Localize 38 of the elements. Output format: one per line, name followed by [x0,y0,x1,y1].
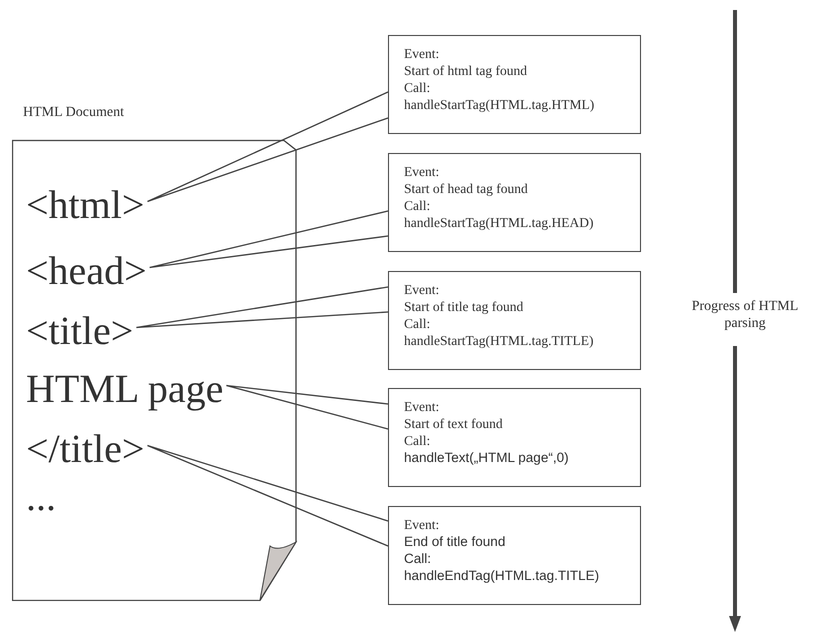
ellipsis-text: ... [26,477,56,517]
callout-text: Start of title tag found [404,298,524,315]
callout-text: Call: [404,432,432,449]
callout-text: Event: [404,398,440,415]
callout-text: Call: [404,197,432,214]
callout-text: Event: [404,163,440,180]
callout-text: Start of text found [404,415,504,432]
callout-box [388,388,641,487]
markup-line: <title> [26,309,134,353]
document-heading: HTML Document [23,105,124,121]
callout-text: End of title found [404,533,506,550]
callout-box [388,271,641,370]
callout-pointer [146,91,389,202]
callout-text: Start of html tag found [404,62,528,79]
callout-pointer [148,210,389,268]
markup-line: <html> [26,183,144,227]
callout-text: Call: [404,315,432,332]
callout-text: Event: [404,516,440,533]
callout-text: handleText(„HTML page“,0) [404,449,570,466]
callout-box [388,35,641,134]
callout-pointer [136,286,389,328]
callout-box [388,506,641,605]
progress-label: Progress of HTML parsing [690,298,800,332]
callout-text: Start of head tag found [404,180,529,197]
callout-text: handleStartTag(HTML.tag.HEAD) [404,214,595,231]
callout-text: Event: [404,45,440,62]
markup-line: <head> [26,249,147,293]
callout-pointer [226,384,389,430]
callout-text: Call: [404,79,432,96]
callout-pointer [146,444,389,547]
callout-text: Event: [404,281,440,298]
callout-box [388,153,641,252]
callout-text: Call: [404,550,432,567]
markup-line: HTML page [26,367,224,411]
callout-text: handleStartTag(HTML.tag.TITLE) [404,332,594,349]
callout-text: handleEndTag(HTML.tag.TITLE) [404,567,600,584]
markup-line: </title> [26,427,144,471]
callout-text: handleStartTag(HTML.tag.HTML) [404,96,596,113]
